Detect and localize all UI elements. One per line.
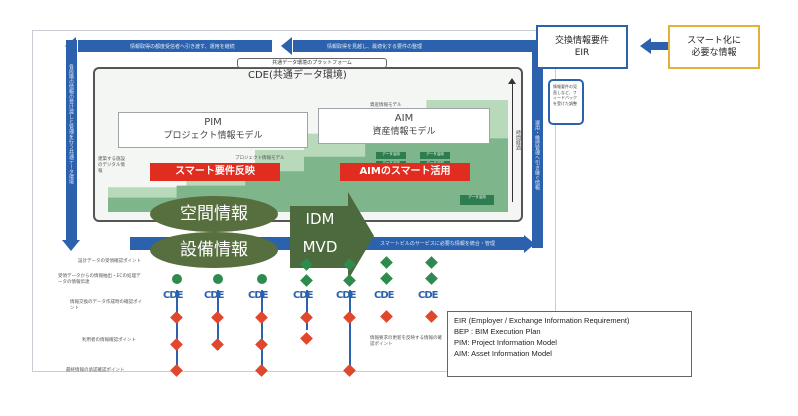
timeline-node-2 <box>213 274 223 284</box>
legend-bep: BEP : BIM Execution Plan <box>454 327 541 336</box>
cde-link-icon-6: CDE <box>374 290 395 301</box>
col-line-1 <box>176 290 178 370</box>
cde-link-icon-5: CDE <box>336 290 357 301</box>
aim-smart-use-label: AIMのスマート活用 <box>340 163 470 181</box>
middle-arrow-tip <box>524 235 535 253</box>
cde-side-note: 建築する施設のデジタル情報 <box>98 157 125 174</box>
smart-requirement-label: スマート要件反映 <box>150 163 280 181</box>
cde-link-icon-2: CDE <box>204 290 225 301</box>
top-arrow-bar-left: 情報取得の都度受信者へ引き渡す、運用を継続 <box>78 40 272 52</box>
aim-stair-label: 資産情報モデル <box>370 103 402 108</box>
cde-link-icon-1: CDE <box>163 290 184 301</box>
aim-data-box-2: データ活用 <box>420 152 450 159</box>
pim-subtitle: プロジェクト情報モデル <box>163 131 263 141</box>
cde-link-icon-4: CDE <box>293 290 314 301</box>
smart-to-eir-arrow-shaft <box>650 42 668 50</box>
cde-title: CDE(共通データ環境) <box>248 70 347 81</box>
smart-to-eir-arrow <box>640 38 651 54</box>
col-line-5 <box>349 290 351 370</box>
pim-title: PIM <box>204 117 222 128</box>
bottom-note: 情報要求の更新を反映する情報の確認ポイント <box>370 336 442 347</box>
cde-link-icon-7: CDE <box>418 290 439 301</box>
equipment-info-label: 設備情報 <box>180 240 248 260</box>
time-arrow-line <box>512 82 513 202</box>
left-label-4: 利用者の情報確認ポイント <box>82 338 136 343</box>
aim-title: AIM <box>394 113 414 124</box>
smart-line2: 必要な情報 <box>691 48 737 58</box>
time-arrow-label: 時間経過 <box>515 130 521 150</box>
eir-line1: 交換情報要件 <box>554 36 609 46</box>
legend-aim: AIM: Asset Information Model <box>454 349 552 358</box>
left-arrow-tip-down <box>62 240 80 251</box>
eir-note: 情報要件の見直しなど、フィードバックを受けた調整 <box>548 79 584 125</box>
pim-stair-label: プロジェクト情報モデル <box>235 156 285 161</box>
left-vertical-arrow <box>66 40 77 240</box>
pim-box: PIM プロジェクト情報モデル <box>118 112 308 148</box>
top-arrow-tip-right <box>281 37 292 55</box>
time-arrow-head <box>508 78 516 84</box>
left-label-1: 設計データの受領確認ポイント <box>78 259 141 264</box>
smart-info-box: スマート化に 必要な情報 <box>668 25 760 69</box>
legend-eir: EIR (Employer / Exchange Information Req… <box>454 316 630 325</box>
space-info-ellipse: 空間情報 <box>150 196 278 232</box>
cde-subtitle: 共通データ環境のプラットフォーム <box>237 58 387 68</box>
idm-label: IDM <box>305 210 335 228</box>
aim-data-box-1: データ活用 <box>376 152 406 159</box>
left-label-5: 最終情報の承認確認ポイント <box>66 368 125 373</box>
eir-line2: EIR <box>574 48 590 58</box>
col-line-3 <box>261 290 263 370</box>
legend-pim: PIM: Project Information Model <box>454 338 557 347</box>
left-label-3: 情報交換のデータ作成時の確認ポイント <box>70 300 142 311</box>
aim-data-box-5: データ活用 <box>460 195 494 205</box>
left-vertical-text: 各段階の情報の受け渡しと管理を行う共通データ環境 <box>68 64 74 184</box>
top-arrow-bar-right: 情報取得を見越し、最適化する要件の整理 <box>293 40 536 52</box>
aim-box: AIM 資産情報モデル <box>318 108 490 144</box>
eir-box: 交換情報要件 EIR <box>536 25 628 69</box>
space-info-label: 空間情報 <box>180 204 248 224</box>
right-vertical-text: 運用・維持管理へ引き継ぐ情報 <box>534 120 540 190</box>
col-line-4 <box>306 290 308 330</box>
timeline-node-3 <box>257 274 267 284</box>
top-arrow-right-text: 情報取得を見越し、最適化する要件の整理 <box>327 44 423 50</box>
equipment-info-ellipse: 設備情報 <box>150 232 278 268</box>
left-label-2: 受領データからの情報抽出・ECの処理データの情報伝達 <box>58 274 141 285</box>
top-arrow-left-text: 情報取得の都度受信者へ引き渡す、運用を継続 <box>130 44 235 50</box>
cde-link-icon-3: CDE <box>248 290 269 301</box>
timeline-node-1 <box>172 274 182 284</box>
mvd-label: MVD <box>302 238 338 256</box>
legend-box: EIR (Employer / Exchange Information Req… <box>447 311 692 377</box>
right-vertical-arrow <box>532 50 543 248</box>
aim-subtitle: 資産情報モデル <box>372 127 436 137</box>
smart-line1: スマート化に <box>687 36 741 46</box>
idm-mvd-arrow <box>290 206 350 268</box>
middle-arrow-text: スマートビルのサービスに必要な情報を統合・管理 <box>380 241 495 247</box>
